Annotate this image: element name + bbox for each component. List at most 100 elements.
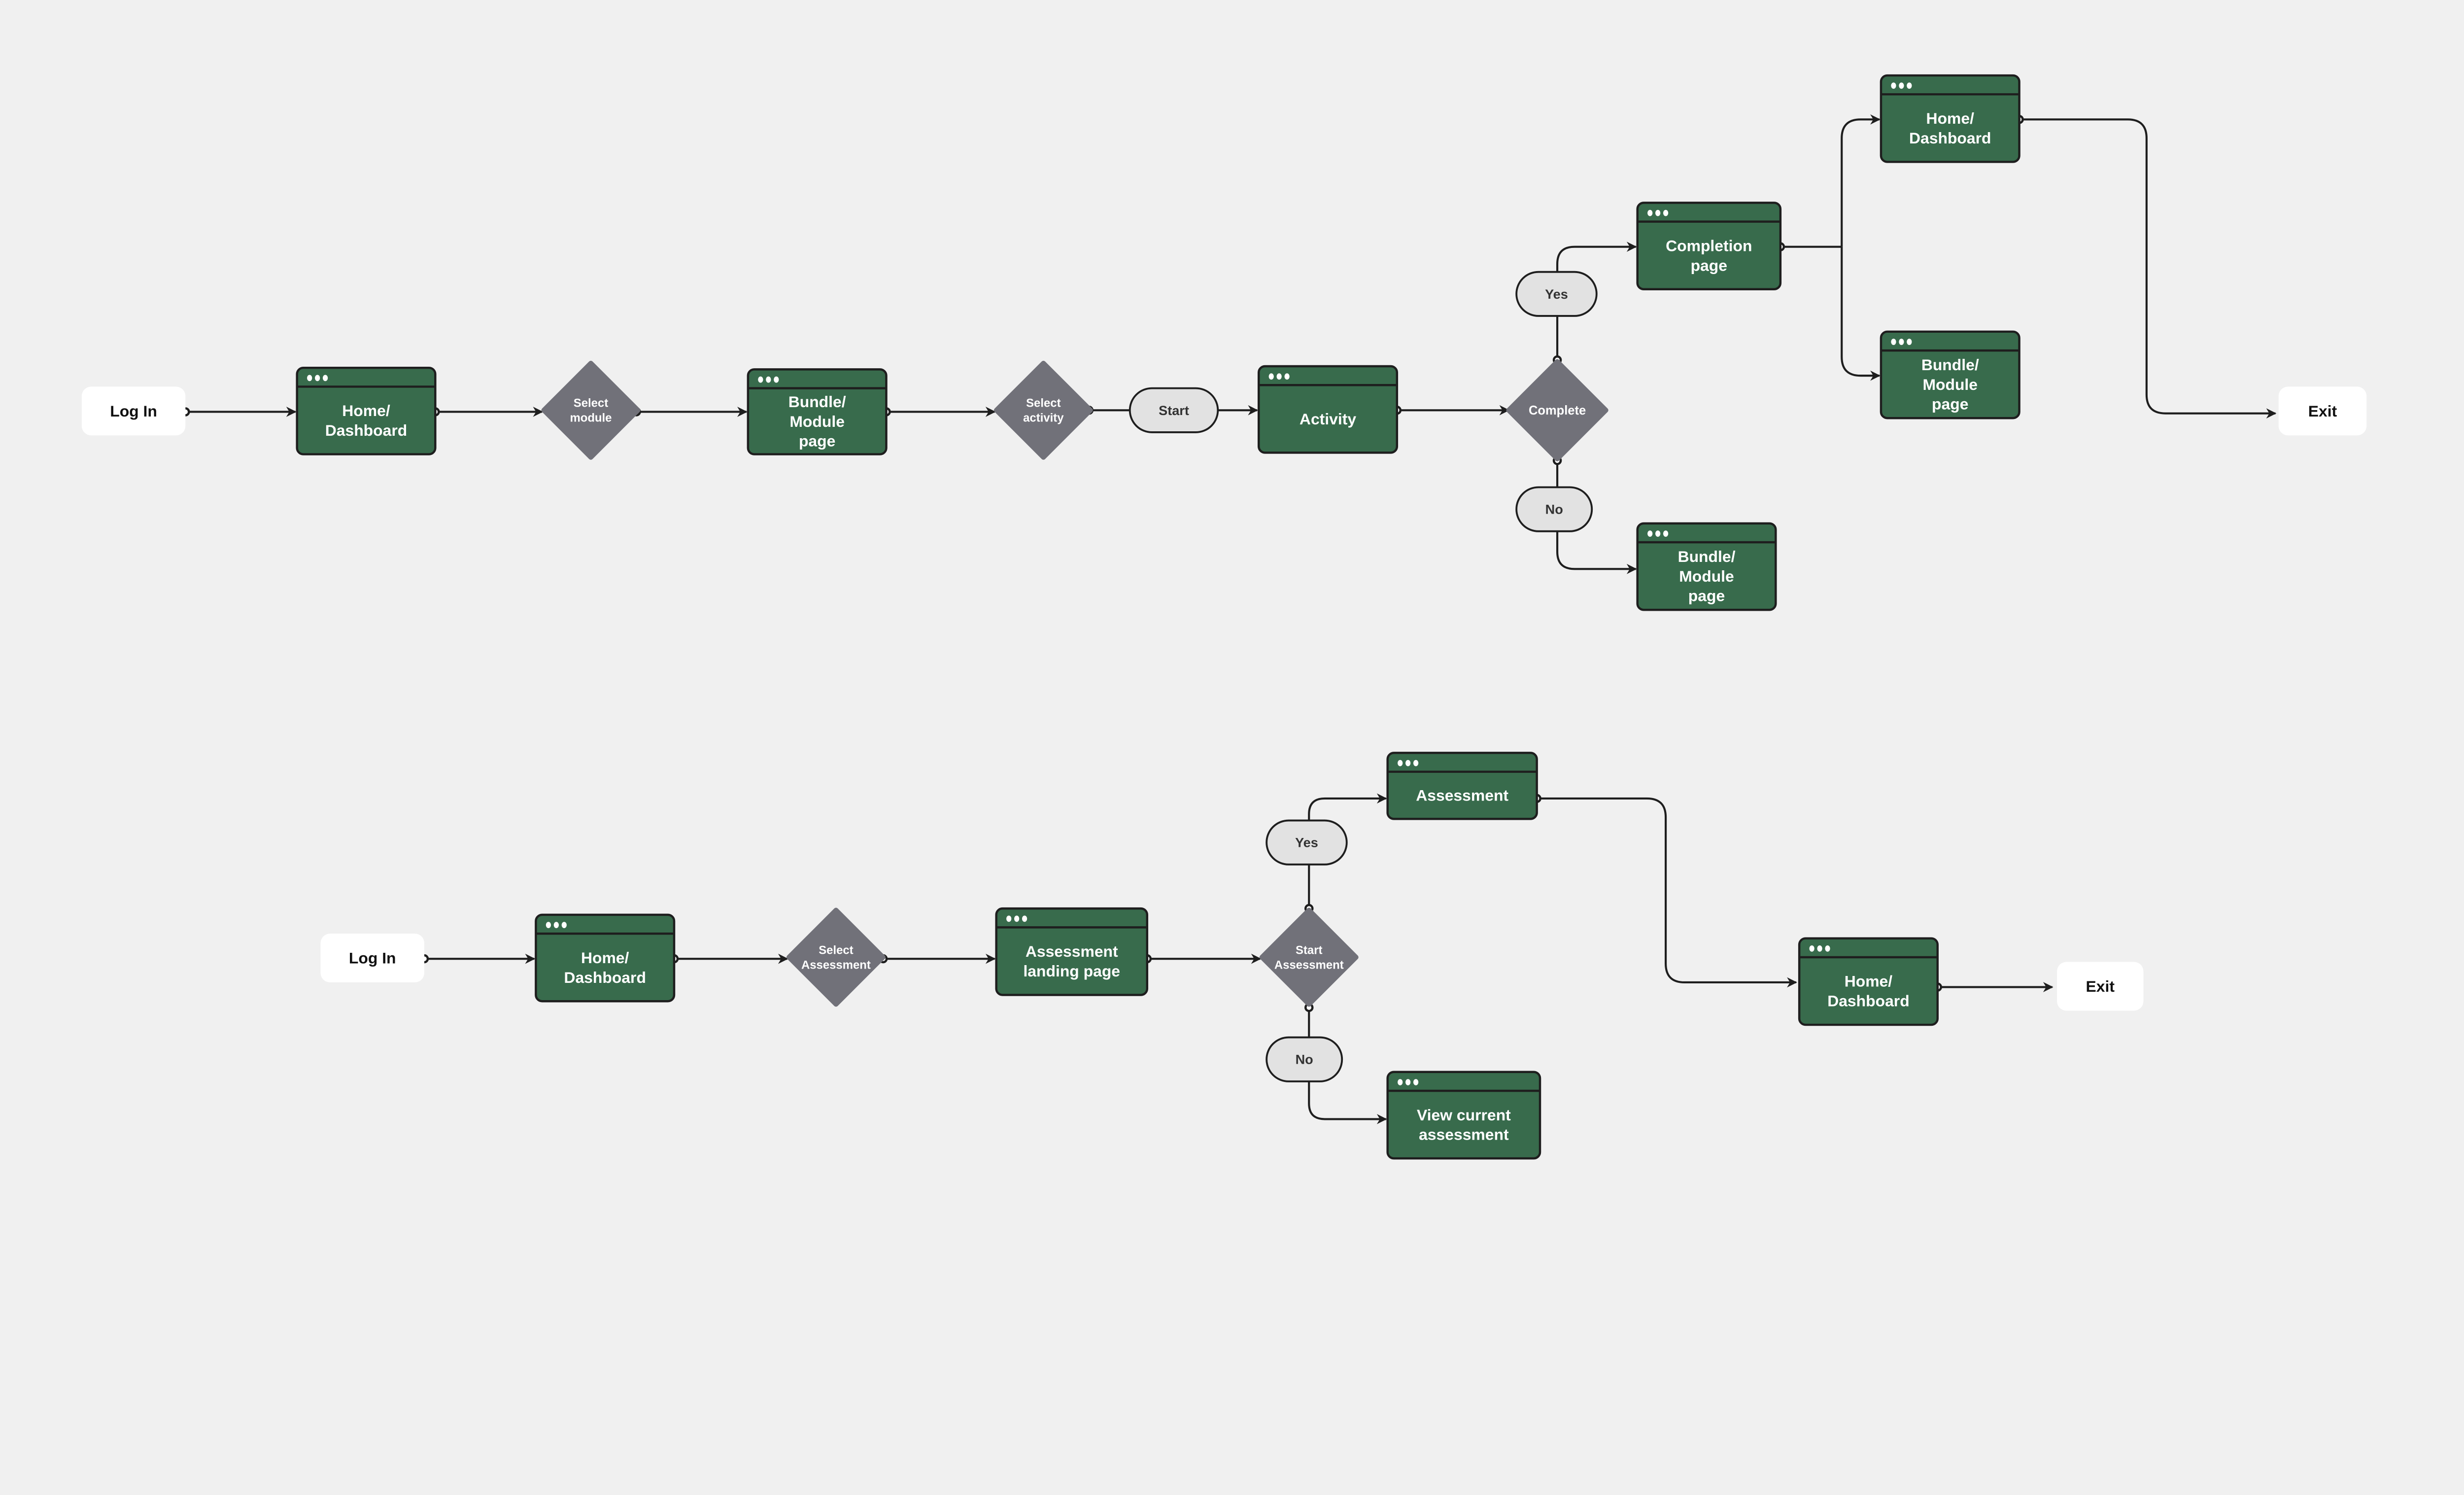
- window-dots-icon: [758, 376, 779, 383]
- node-label: Bundle/: [788, 393, 846, 411]
- yes-pill[interactable]: Yes: [1515, 271, 1598, 317]
- node-label: Complete: [1529, 404, 1586, 417]
- node-label: Assessment: [801, 958, 871, 972]
- node-label: Module: [789, 413, 845, 430]
- no-pill[interactable]: No: [1515, 486, 1593, 532]
- screen-frame: [1636, 202, 1782, 290]
- decision-shape: [1259, 907, 1359, 1007]
- node-label: Home/: [342, 402, 390, 419]
- activity-screen[interactable]: Activity: [1257, 365, 1399, 454]
- node-label: module: [570, 412, 612, 425]
- node-label: page: [1691, 256, 1727, 274]
- connector-edge: [1537, 797, 1797, 988]
- decision-shape: [993, 360, 1093, 460]
- window-dots-icon: [307, 375, 328, 382]
- node-label: View current: [1417, 1106, 1511, 1124]
- connector-edge: [1556, 242, 1637, 272]
- screen-frame: [1880, 74, 2020, 163]
- window-dots-icon: [1398, 1079, 1419, 1085]
- node-label: page: [799, 432, 835, 450]
- exit-node[interactable]: Exit: [2278, 386, 2367, 436]
- node-label: Select: [819, 943, 853, 957]
- login-start-node-2[interactable]: Log In: [320, 934, 424, 982]
- pill-shape: [1515, 486, 1593, 532]
- node-label: Home/: [1926, 109, 1975, 127]
- node-label: page: [1688, 587, 1725, 605]
- assessment-screen[interactable]: Assessment: [1386, 752, 1538, 820]
- decision-shape: [786, 907, 886, 1007]
- node-label: Assessment: [1416, 787, 1508, 804]
- view-current-assessment-screen[interactable]: View current assessment: [1386, 1071, 1541, 1160]
- connector-edge: [1308, 793, 1387, 821]
- node-label: assessment: [1419, 1126, 1509, 1144]
- node-label: Home/: [581, 949, 629, 967]
- select-module-decision[interactable]: Select module: [541, 360, 641, 460]
- assessment-landing-page-screen[interactable]: Assessment landing page: [995, 907, 1149, 996]
- bundle-module-page-screen[interactable]: Bundle/Module page: [747, 368, 888, 455]
- screen-frame: [1257, 365, 1399, 454]
- window-dots-icon: [1268, 373, 1290, 380]
- start-pill[interactable]: Start: [1129, 387, 1219, 433]
- node-label: Module: [1922, 376, 1978, 393]
- home-dashboard-screen[interactable]: Home/Dashboard: [296, 366, 437, 455]
- node-label: Assessment: [1274, 958, 1344, 972]
- no-pill-2[interactable]: No: [1266, 1036, 1343, 1082]
- bundle-module-page-retry-screen[interactable]: Bundle/Module page: [1636, 522, 1777, 611]
- screen-frame: [1386, 1071, 1541, 1160]
- window-dots-icon: [546, 922, 567, 928]
- home-dashboard-final-screen[interactable]: Home/Dashboard: [1880, 74, 2020, 163]
- connector-edge: [2019, 118, 2277, 419]
- yes-pill-2[interactable]: Yes: [1266, 819, 1348, 866]
- window-dots-icon: [1398, 760, 1419, 766]
- node-label: Log In: [110, 402, 157, 420]
- exit-node-2[interactable]: Exit: [2057, 962, 2144, 1011]
- home-dashboard-final-screen-2[interactable]: Home/Dashboard: [1798, 937, 1939, 1026]
- screen-frame: [747, 368, 888, 455]
- node-label: Bundle/: [1921, 356, 1979, 374]
- pill-shape: [1266, 1036, 1343, 1082]
- terminal-shape: [320, 934, 424, 982]
- complete-decision[interactable]: Complete: [1506, 359, 1608, 461]
- window-dots-icon: [1647, 530, 1669, 537]
- bundle-module-page-final-screen[interactable]: Bundle/Module page: [1880, 330, 2020, 419]
- node-label: Dashboard: [1909, 129, 1991, 147]
- connectors: [185, 114, 2277, 1124]
- completion-page-screen[interactable]: Completion page: [1636, 202, 1782, 290]
- screen-frame: [1386, 752, 1538, 820]
- login-start-node[interactable]: Log In: [81, 386, 186, 436]
- node-label: Home/: [1845, 973, 1893, 990]
- node-label: activity: [1023, 412, 1064, 425]
- connector-edge: [1556, 531, 1637, 574]
- terminal-shape: [2278, 386, 2367, 436]
- node-label: page: [1932, 395, 1968, 413]
- node-label: Start: [1296, 943, 1323, 957]
- connector-edge: [1308, 1081, 1387, 1124]
- window-dots-icon: [1647, 209, 1669, 216]
- node-label: Yes: [1545, 286, 1568, 302]
- node-label: Log In: [349, 949, 396, 967]
- screen-frame: [1636, 522, 1777, 611]
- node-label: No: [1296, 1052, 1313, 1067]
- screen-frame: [1880, 330, 2020, 419]
- window-dots-icon: [1809, 945, 1830, 952]
- node-label: Assessment: [1026, 942, 1118, 960]
- node-label: landing page: [1023, 962, 1120, 980]
- node-label: Select: [1026, 397, 1061, 410]
- node-label: Module: [1679, 567, 1734, 585]
- node-label: Bundle/: [1678, 548, 1736, 565]
- node-label: Dashboard: [564, 969, 646, 986]
- pill-shape: [1515, 271, 1598, 317]
- node-label: Completion: [1666, 237, 1752, 254]
- node-label: Select: [574, 397, 608, 410]
- select-activity-decision[interactable]: Select activity: [993, 360, 1093, 460]
- node-label: Yes: [1295, 835, 1318, 850]
- terminal-shape: [2057, 962, 2144, 1011]
- connector-edge: [1841, 246, 1881, 381]
- node-label: No: [1545, 502, 1563, 517]
- screen-frame: [1798, 937, 1939, 1026]
- home-dashboard-screen-2[interactable]: Home/Dashboard: [535, 913, 676, 1003]
